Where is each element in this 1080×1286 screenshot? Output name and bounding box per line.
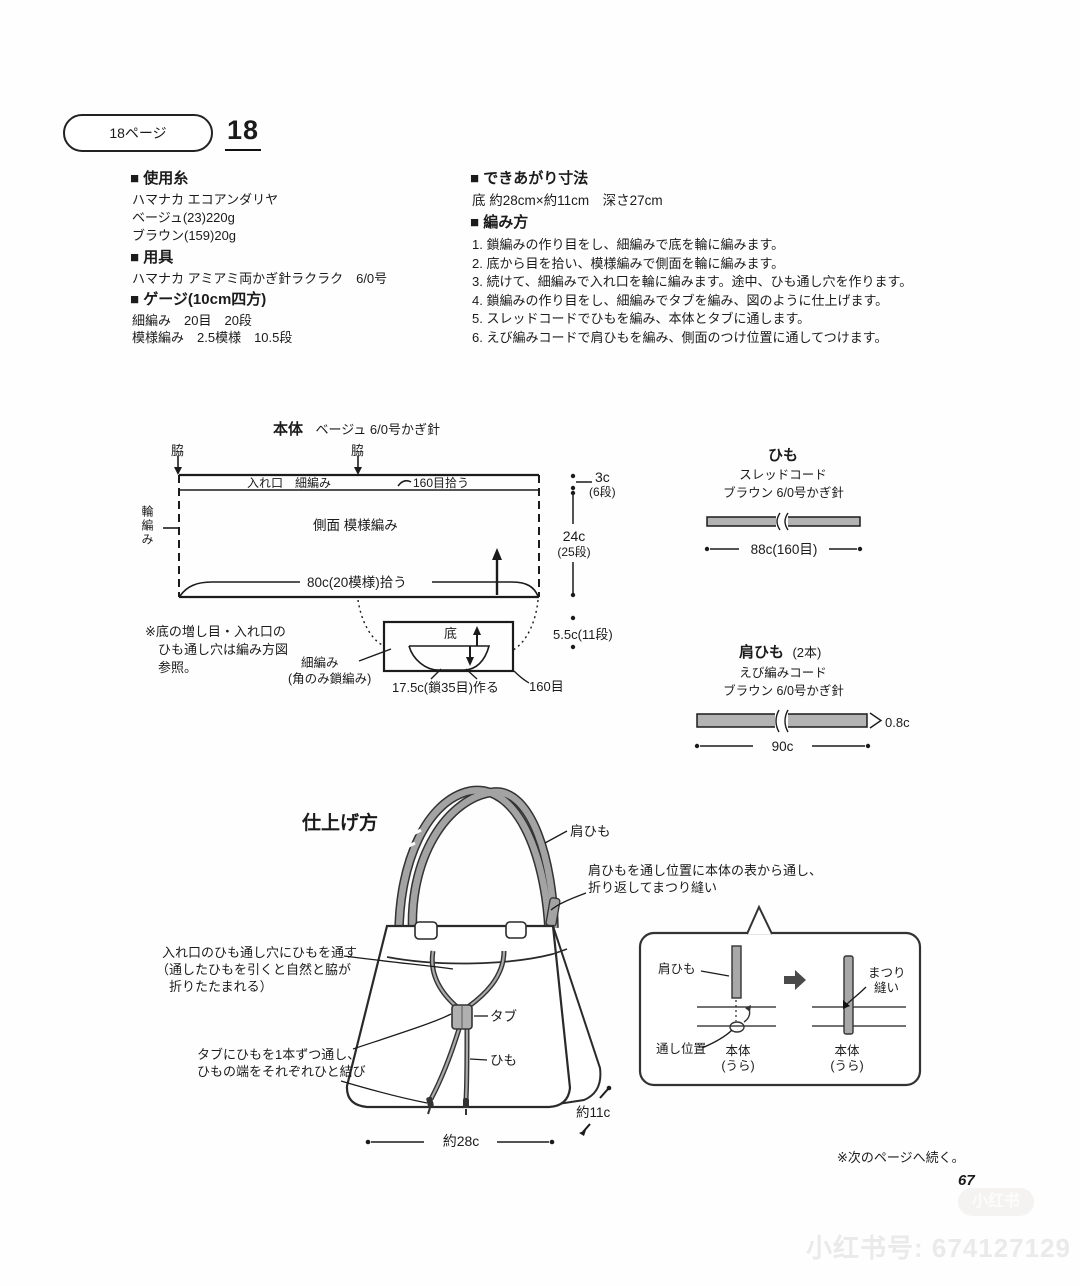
strap-title-row: 肩ひも (2本) (739, 644, 821, 662)
strap-title: 肩ひも (739, 644, 785, 661)
instruction-step: 6. えび編みコードで肩ひもを編み、側面のつけ位置に通してつけます。 (472, 329, 888, 345)
instructions-steps: 1. 鎖編みの作り目をし、細編みで底を輪に編みます。 2. 底から目を拾い、模様… (472, 236, 912, 347)
measure-24c-rows: (25段) (557, 545, 591, 559)
pattern-number: 18 (225, 115, 262, 151)
base-note-line: ※底の増し目・入れ口の (145, 624, 286, 639)
finished-size-line: 底 約28cm×約11cm 深さ27cm (472, 193, 663, 208)
inset-position-label: 通し位置 (656, 1042, 707, 1056)
strap-title-suffix: (2本) (792, 645, 822, 660)
cord-diagram-art (704, 512, 863, 552)
waki-label: 脇 (171, 443, 185, 458)
continue-note: ※次のページへ続く。 (837, 1150, 965, 1165)
bag-illustration (340, 785, 612, 1145)
body-diagram-art (163, 456, 592, 684)
inset-body-label-sub: (うら) (721, 1059, 755, 1073)
body-diagram-title: 本体 ベージュ 6/0号かぎ針 (273, 421, 440, 439)
gauge-heading: ■ ゲージ(10cm四方) (130, 291, 267, 308)
page-tab: 18ページ (63, 114, 213, 152)
base-note-line: ひも通し穴は編み方図 (158, 642, 289, 657)
watermark-badge: 小红书 (958, 1188, 1034, 1216)
strap-sub: えび編みコード (739, 666, 827, 680)
inset-body-label: 本体 (725, 1044, 751, 1058)
strap-note-line: 折り返してまつり縫い (588, 880, 717, 895)
side-panel-label: 側面 模様編み (313, 518, 398, 533)
cord-knots (426, 1096, 469, 1115)
base-note-line: 参照。 (158, 660, 198, 675)
strap-width-label: 0.8c (885, 715, 910, 730)
inset-body-label: 本体 (834, 1044, 860, 1058)
strap-sub: ブラウン 6/0号かぎ針 (723, 684, 844, 698)
pickup-label: 160目拾う (413, 476, 470, 490)
page-tab-label: 18ページ (109, 125, 167, 141)
opening-label: 入れ口 細編み (247, 476, 332, 490)
depth-label: 約11c (576, 1105, 611, 1120)
gauge-line: 模様編み 2.5模様 10.5段 (132, 330, 293, 345)
opening-note-line: 入れ口のひも通し穴にひもを通す (162, 945, 358, 960)
yarn-line: ベージュ(23)220g (132, 210, 235, 225)
inset-sew-label: まつり (868, 966, 906, 980)
tab-label: タブ (490, 1009, 517, 1024)
instruction-step: 5. スレッドコードでひもを編み、本体とタブに通します。 (472, 311, 811, 326)
shoulder-strap-diagram-art (694, 709, 883, 749)
gauge-line: 細編み 20目 20段 (132, 313, 252, 328)
opening-note-line: 折りたたまれる） (156, 979, 273, 994)
instructions-heading: ■ 編み方 (470, 214, 529, 231)
width-label: 約28c (442, 1133, 480, 1149)
tab-note-line: ひもの端をそれぞれひと結び (197, 1064, 366, 1079)
instruction-step: 4. 鎖編みの作り目をし、細編みでタブを編み、図のように仕上げます。 (472, 292, 889, 308)
inset-callout-art (638, 904, 922, 1087)
yarn-line: ブラウン(159)20g (132, 228, 237, 243)
base-stitch-line: 細編み (301, 656, 339, 670)
cord-label: ひも (490, 1053, 517, 1068)
depth-measure-arrows (579, 1085, 612, 1136)
bag-leader-lines (340, 830, 587, 1104)
measure-24c: 24c (562, 528, 586, 544)
yarn-line: ハマナカ エコアンダリヤ (132, 192, 279, 207)
measure-3c: 3c (595, 469, 610, 485)
cord-tab (451, 1004, 473, 1030)
instruction-step: 3. 続けて、細編みで入れ口を輪に編みます。途中、ひも通し穴を作ります。 (472, 274, 913, 289)
watermark-id: 小红书号: 674127129 (806, 1233, 1072, 1263)
inset-sew-label-sub: 縫い (874, 981, 900, 995)
bag-handles (394, 785, 559, 939)
drawstring-cords (428, 950, 507, 1101)
base-start-label: 17.5c(鎖35目)作る (392, 680, 499, 695)
width-measure (365, 1139, 555, 1145)
instruction-step: 1. 鎖編みの作り目をし、細編みで底を輪に編みます。 (472, 237, 785, 252)
cord-sub: スレッドコード (739, 468, 827, 482)
cord-measure: 88c(160目) (750, 542, 818, 557)
inset-strap-label: 肩ひも (658, 962, 696, 976)
strap-note-line: 肩ひもを通し位置に本体の表から通し、 (588, 863, 823, 878)
waki-label: 脇 (351, 443, 365, 458)
tools-line: ハマナカ アミアミ両かぎ針ラクラク 6/0号 (132, 271, 388, 286)
ring-knit-label: 輪編み (140, 505, 154, 547)
strap-measure: 90c (771, 739, 794, 754)
base-stitch-count: 160目 (529, 679, 564, 694)
instruction-step: 2. 底から目を拾い、模様編みで側面を輪に編みます。 (472, 255, 785, 271)
measure-3c-rows: (6段) (589, 485, 616, 499)
finishing-title: 仕上げ方 (302, 813, 379, 834)
measure-5-5c: 5.5c(11段) (553, 627, 613, 642)
base-label: 底 (444, 626, 458, 641)
tab-note-line: タブにひもを1本ずつ通し、 (197, 1047, 361, 1062)
inset-body-label-sub: (うら) (830, 1059, 864, 1073)
page-number: 67 (958, 1172, 975, 1189)
finished-size-heading: ■ できあがり寸法 (470, 170, 589, 187)
bag-body (345, 921, 602, 1109)
arrow-right-icon (784, 970, 806, 990)
base-stitch-line: (角のみ鎖編み) (288, 672, 372, 686)
tools-heading: ■ 用具 (130, 249, 174, 266)
finishing-strap-label: 肩ひも (570, 824, 611, 839)
yarn-heading: ■ 使用糸 (130, 170, 189, 187)
body-title: 本体 (273, 421, 304, 438)
cord-title: ひも (767, 447, 798, 464)
bottom-pickup-label: 80c(20模様)拾う (304, 574, 410, 591)
body-subtitle: ベージュ 6/0号かぎ針 (315, 422, 440, 437)
cord-sub: ブラウン 6/0号かぎ針 (723, 486, 844, 500)
opening-note-line: （通したひもを引くと自然と脇が (156, 962, 352, 977)
